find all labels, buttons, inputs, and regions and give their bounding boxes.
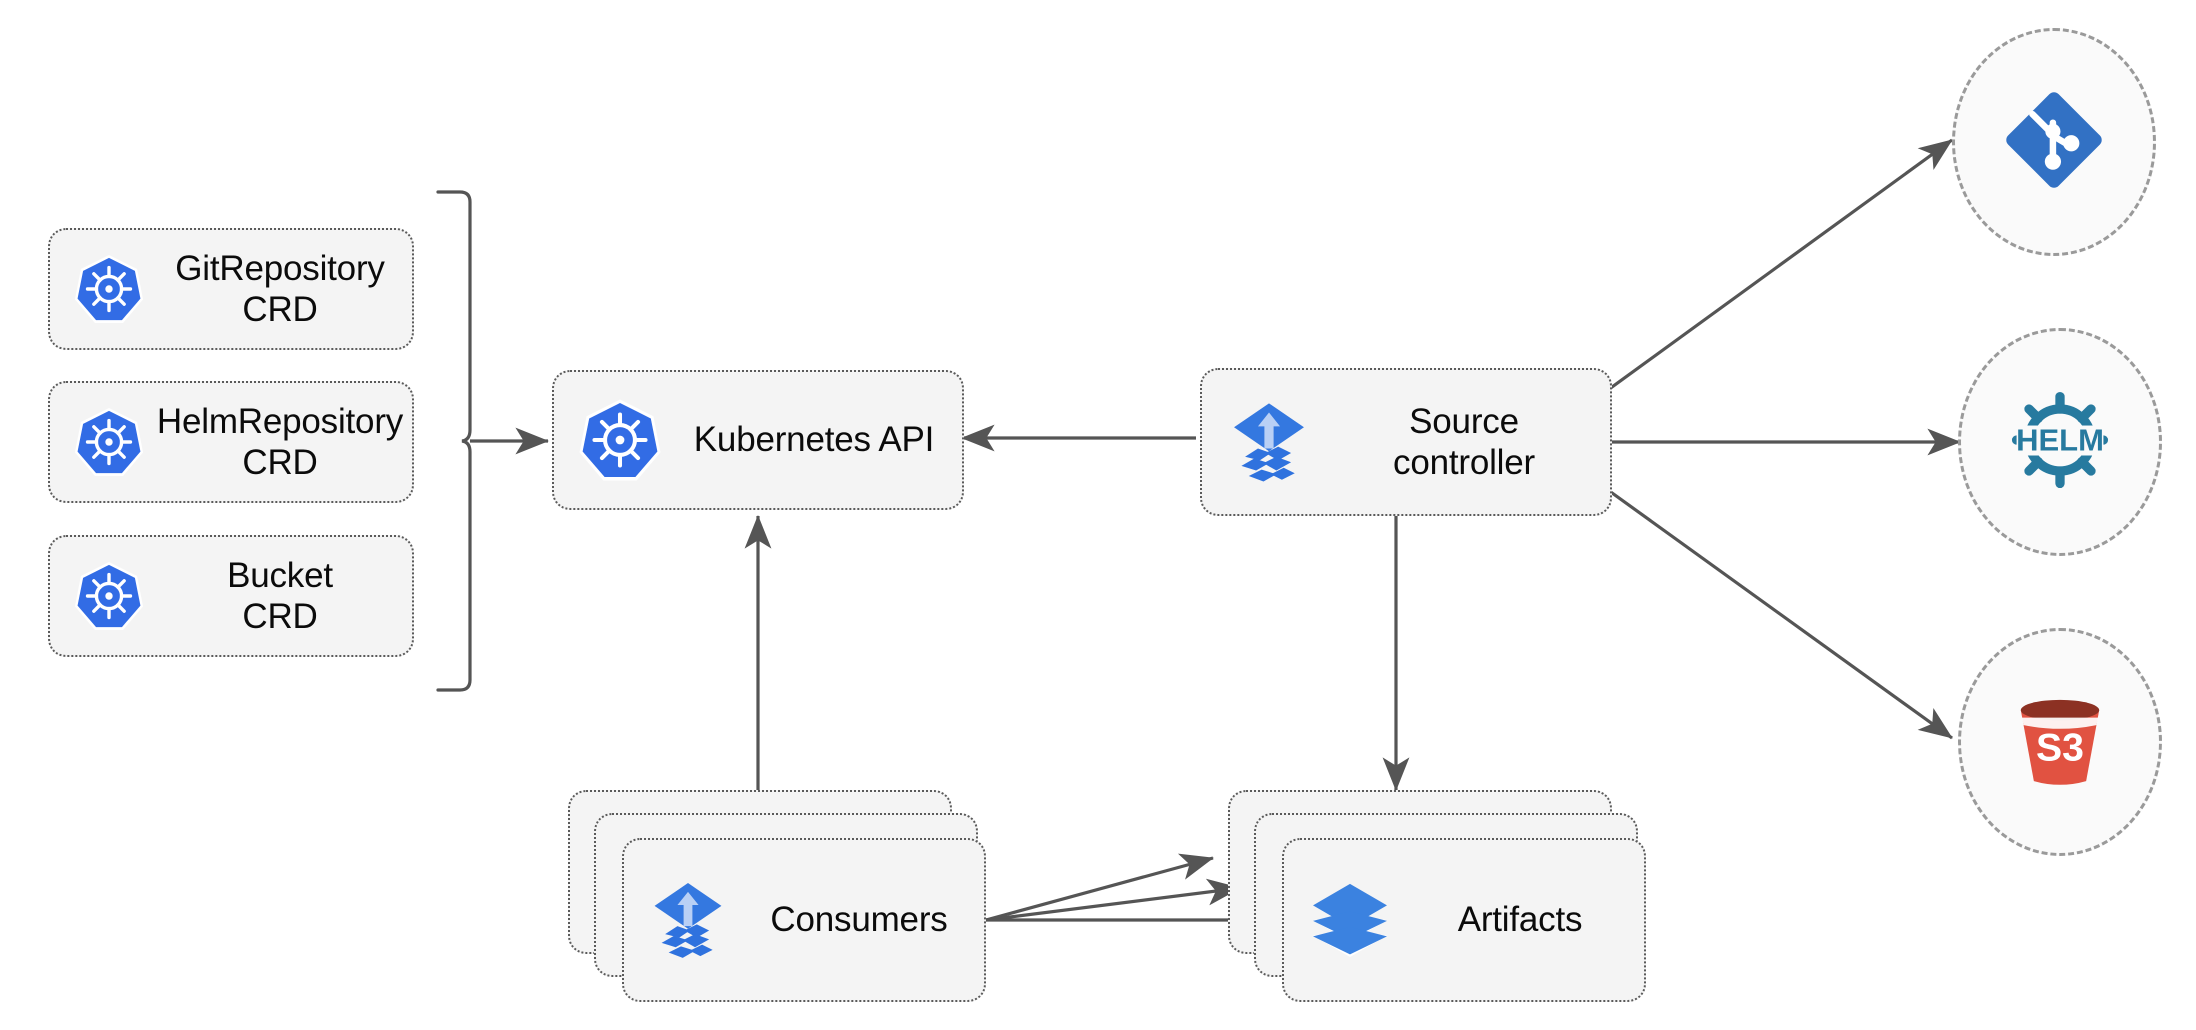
external-source-helm[interactable]: HELM (1958, 328, 2162, 556)
external-source-git[interactable] (1952, 28, 2156, 256)
crd-group-bracket (436, 190, 472, 692)
s3-wordmark: S3 (2036, 726, 2084, 769)
kubernetes-icon (64, 252, 154, 326)
flux-icon (1214, 396, 1324, 488)
crd-card-label: Bucket CRD (227, 555, 333, 636)
helm-wordmark: HELM (2016, 422, 2104, 457)
crd-card-label: HelmRepository CRD (156, 401, 404, 482)
node-label-artifacts: Artifacts (1457, 900, 1583, 940)
edge-consumers-to-artifacts-1 (985, 853, 1214, 922)
flux-icon (636, 876, 740, 964)
layers-icon (1298, 877, 1402, 963)
kubernetes-icon (64, 559, 154, 633)
s3-bucket-icon: S3 (2004, 684, 2116, 801)
kubernetes-icon (64, 405, 154, 479)
node-label-source-controller: Source controller (1393, 401, 1535, 482)
edge-consumers-to-artifacts-2 (985, 878, 1241, 922)
git-icon (2000, 86, 2108, 199)
node-label-kubernetes-api: Kubernetes API (693, 420, 935, 460)
node-source-controller[interactable]: Source controller (1200, 368, 1612, 516)
crd-card-label: GitRepository CRD (175, 248, 385, 329)
external-source-s3[interactable]: S3 (1958, 628, 2162, 856)
crd-card-gitrepository[interactable]: GitRepository CRD (48, 228, 414, 350)
crd-card-helmrepository[interactable]: HelmRepository CRD (48, 381, 414, 503)
crd-card-bucket[interactable]: Bucket CRD (48, 535, 414, 657)
kubernetes-icon (568, 396, 672, 484)
node-kubernetes-api[interactable]: Kubernetes API (552, 370, 964, 510)
node-artifacts[interactable]: Artifacts (1282, 838, 1646, 1002)
node-label-consumers: Consumers (770, 900, 948, 940)
helm-icon: HELM (1998, 378, 2122, 507)
edge-source-controller-to-git (1600, 138, 1953, 397)
edge-source-controller-to-s3 (1600, 483, 1953, 740)
node-consumers[interactable]: Consumers (622, 838, 986, 1002)
